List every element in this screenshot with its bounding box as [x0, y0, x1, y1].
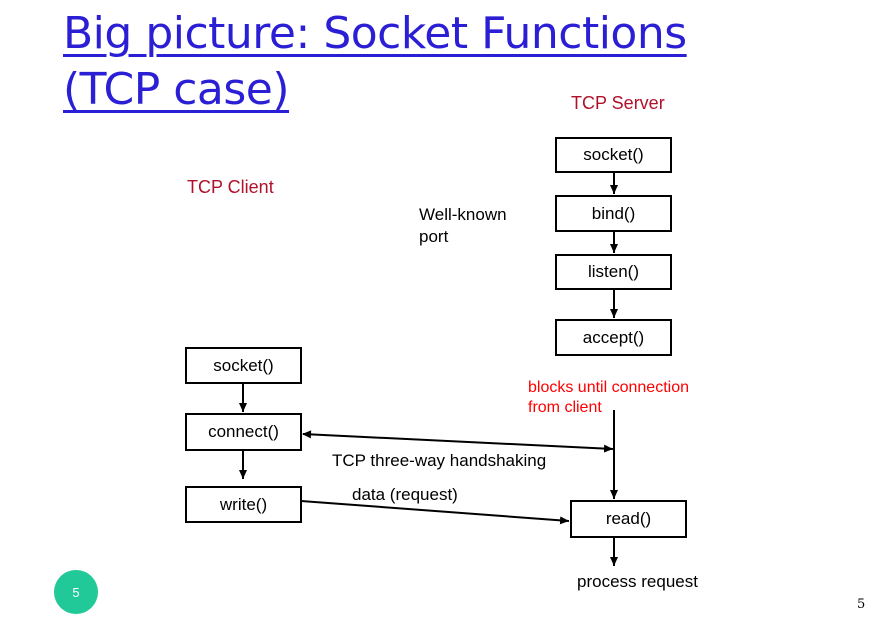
client-heading: TCP Client — [187, 177, 274, 197]
server-accept-box: accept() — [555, 319, 672, 356]
arrow-data-request — [300, 500, 570, 525]
slide-number-badge: 5 — [54, 570, 98, 614]
data-request-label: data (request) — [352, 485, 458, 504]
blocks-until-connection-note: blocks until connection from client — [528, 378, 689, 418]
client-write-box: write() — [185, 486, 302, 523]
server-socket-box: socket() — [555, 137, 672, 173]
slide-title-line-2: (TCP case) — [63, 64, 290, 115]
slide-title-line-1: Big picture: Socket Functions — [63, 8, 687, 59]
arrow-handshake — [302, 430, 614, 453]
server-heading: TCP Server — [571, 93, 665, 113]
server-bind-box: bind() — [555, 195, 672, 232]
port-note-line-2: port — [419, 227, 449, 246]
block-note-line-1: blocks until connection — [528, 379, 689, 396]
port-note-line-1: Well-known — [419, 205, 507, 224]
handshake-label: TCP three-way handshaking — [332, 451, 547, 470]
server-listen-box: listen() — [555, 254, 672, 290]
client-socket-box: socket() — [185, 347, 302, 384]
block-note-line-2: from client — [528, 399, 602, 416]
server-read-box: read() — [570, 500, 687, 538]
well-known-port-note: Well-known port — [419, 204, 507, 248]
page-number: 5 — [857, 597, 866, 612]
process-request-label: process request — [577, 572, 698, 591]
client-connect-box: connect() — [185, 413, 302, 451]
